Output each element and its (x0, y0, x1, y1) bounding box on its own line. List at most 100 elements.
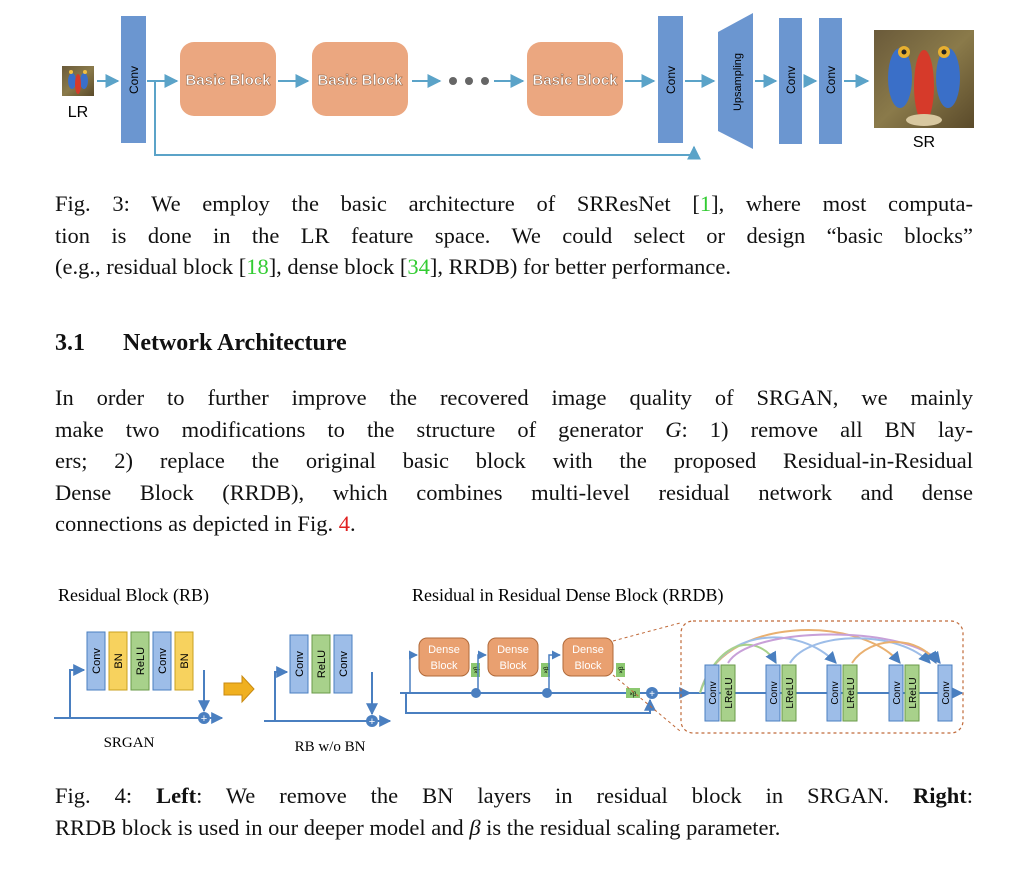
figure-3-caption: Fig. 3: We employ the basic architecture… (55, 188, 973, 283)
caption3-line1: Fig. 3: We employ the basic architecture… (55, 191, 974, 216)
dense-sum-2 (542, 688, 552, 698)
conv-label-1: Conv (127, 66, 141, 94)
svg-text:Dense: Dense (572, 644, 604, 656)
skip-connection (154, 81, 701, 160)
svg-text:Dense: Dense (497, 644, 529, 656)
svg-text:+: + (369, 716, 375, 728)
dense-block-1 (418, 637, 470, 677)
caption4-line1: Fig. 4: Left: We remove the BN layers in… (55, 783, 973, 808)
dense-sum-1 (471, 688, 481, 698)
svg-text:LReLU: LReLU (785, 677, 796, 708)
rb-conv-2 (333, 634, 353, 694)
detail-conv-1 (704, 664, 720, 722)
detail-conv-3 (826, 664, 842, 722)
basic-block-3-label: Basic Block (532, 72, 618, 89)
conv-block-4 (819, 18, 842, 144)
svg-text:Conv: Conv (769, 681, 780, 704)
svg-text:Conv: Conv (941, 681, 952, 704)
srgan-bn-1 (108, 631, 128, 691)
transform-arrow-icon (223, 674, 255, 704)
svg-text:BN: BN (113, 653, 125, 668)
svg-text:×β: ×β (474, 666, 480, 674)
svg-text:Conv: Conv (294, 651, 306, 677)
body-paragraph: In order to further improve the recovere… (55, 382, 973, 540)
conv-block-1 (121, 16, 146, 143)
citation-18[interactable]: 18 (246, 254, 269, 279)
basic-block-1-label: Basic Block (185, 72, 271, 89)
svg-text:Conv: Conv (338, 651, 350, 677)
srgan-bn-2 (174, 631, 194, 691)
rb-conv-1 (289, 634, 309, 694)
svg-text:Block: Block (431, 660, 458, 672)
svg-text:LReLU: LReLU (908, 677, 919, 708)
dense-block-3 (562, 637, 614, 677)
svg-text:×β: ×β (630, 692, 638, 698)
detail-conv-2 (765, 664, 781, 722)
para-line2: make two modifications to the structure … (55, 416, 973, 442)
rrdb-block: Dense Block ×β Dense Block ×β Dense Bloc… (400, 622, 692, 732)
rrdb-title: Residual in Residual Dense Block (RRDB) (412, 585, 723, 606)
beta-scale-3 (616, 663, 625, 677)
rb-title: Residual Block (RB) (58, 585, 209, 606)
upsampling-label: Upsampling (732, 53, 744, 111)
para-line1: In order to further improve the recovere… (55, 385, 973, 410)
ellipsis-dots (449, 77, 489, 85)
section-number: 3.1 (55, 330, 85, 356)
svg-text:Conv: Conv (91, 648, 103, 674)
svg-text:×β: ×β (619, 666, 625, 674)
figure-4-diagram: Residual Block (RB) Residual in Residual… (54, 585, 964, 755)
beta-scale-1 (471, 663, 480, 677)
rb-sum-node (366, 715, 378, 727)
figure-3-diagram: LR Conv Basic Block Basic Block Basic Bl… (62, 13, 974, 160)
svg-text:Conv: Conv (830, 681, 841, 704)
figure-4-ref[interactable]: 4 (338, 511, 350, 537)
srgan-relu (130, 631, 150, 691)
figure-4-caption: Fig. 4: Left: We remove the BN layers in… (55, 780, 973, 843)
conv-label-3: Conv (784, 66, 798, 94)
srgan-conv-2 (152, 631, 172, 691)
sr-image (874, 30, 974, 128)
dense-block-2 (487, 637, 539, 677)
svg-text:Conv: Conv (157, 648, 169, 674)
sr-label: SR (913, 134, 935, 151)
basic-block-3 (527, 42, 623, 116)
caption3-line3: (e.g., residual block [18], dense block … (55, 254, 732, 279)
citation-34[interactable]: 34 (407, 254, 430, 279)
conv-block-3 (779, 18, 802, 144)
section-title: Network Architecture (123, 330, 347, 356)
upsampling-block (718, 13, 753, 149)
lr-image (62, 66, 94, 96)
dense-block-detail: Conv LReLU Conv LReLU Conv LReLU Conv LR… (680, 620, 964, 734)
srgan-conv-1 (86, 631, 106, 691)
rrdb-sum-node (646, 687, 658, 699)
caption3-line2: tion is done in the LR feature space. We… (55, 222, 973, 248)
svg-text:+: + (649, 689, 655, 700)
para-line5: connections as depicted in Fig. 4. (55, 511, 356, 537)
srgan-label: SRGAN (104, 735, 155, 751)
svg-text:ReLU: ReLU (135, 647, 147, 675)
basic-block-2-label: Basic Block (317, 72, 403, 89)
para-line4: Dense Block (RRDB), which combines multi… (55, 479, 973, 505)
svg-text:LReLU: LReLU (846, 677, 857, 708)
svg-text:×β: ×β (544, 666, 550, 674)
srgan-sum-node (198, 712, 210, 724)
caption4-line2: RRDB block is used in our deeper model a… (55, 814, 781, 840)
citation-1[interactable]: 1 (699, 191, 712, 216)
svg-text:LReLU: LReLU (724, 677, 735, 708)
beta-scale-2 (541, 663, 550, 677)
detail-conv-5 (937, 664, 953, 722)
detail-lrelu-1 (720, 664, 736, 722)
detail-lrelu-4 (904, 664, 920, 722)
lr-label: LR (68, 104, 88, 121)
svg-text:Conv: Conv (708, 681, 719, 704)
svg-text:Block: Block (500, 660, 527, 672)
detail-lrelu-3 (842, 664, 858, 722)
beta-scale-final (626, 688, 640, 698)
conv-label-4: Conv (824, 66, 838, 94)
basic-block-2 (312, 42, 408, 116)
svg-text:Dense: Dense (428, 644, 460, 656)
svg-text:BN: BN (179, 653, 191, 668)
rb-wo-bn-label: RB w/o BN (295, 739, 366, 755)
conv-label-2: Conv (664, 66, 678, 94)
svg-text:Conv: Conv (892, 681, 903, 704)
